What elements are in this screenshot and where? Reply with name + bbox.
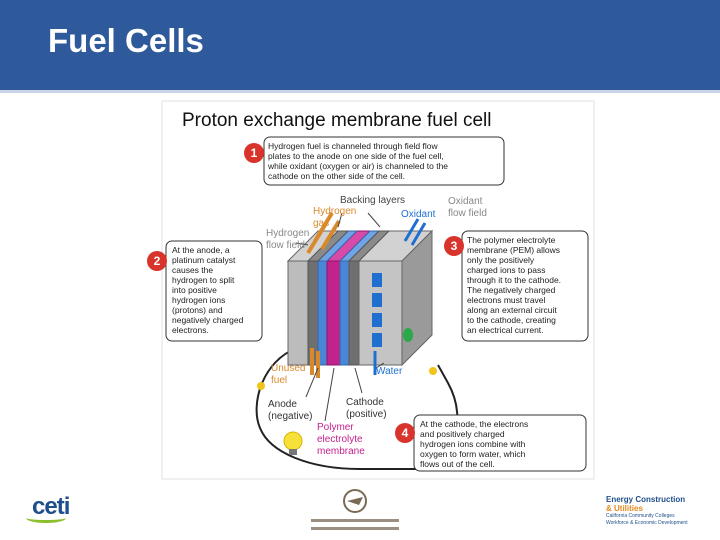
external-circuit — [255, 347, 395, 470]
callout-step-3: 3 The polymer electrolyte membrane (PEM)… — [444, 230, 589, 342]
step-number-badge — [147, 251, 167, 271]
electron-dot-2 — [429, 367, 437, 375]
unused-fuel-arrows — [310, 348, 320, 378]
ceti-swoosh-icon — [26, 513, 66, 523]
callout-line: to the cathode, creating — [467, 315, 556, 325]
callout-line: The polymer electrolyte — [467, 235, 556, 245]
membrane-layer — [326, 260, 341, 366]
hydrogen-flow-field-label-2: flow field — [266, 240, 305, 251]
oxidant-channel — [372, 313, 382, 327]
callout-line: electrons must travel — [467, 295, 546, 305]
step-number: 2 — [154, 254, 161, 268]
callout-line: flows out of the cell. — [420, 459, 495, 469]
membrane-label-3: membrane — [317, 446, 365, 457]
ecu-logo-line-3: California Community Colleges — [606, 513, 675, 519]
slide-title: Fuel Cells — [48, 22, 204, 59]
anode-flow-plate — [287, 260, 309, 366]
callout-step-4: 4 At the cathode, the electrons and posi… — [395, 414, 587, 472]
label-leader-lines — [295, 212, 385, 422]
membrane-label-2: electrolyte — [317, 434, 363, 445]
oxidant-inflow-arrows — [403, 218, 427, 246]
cathode-label-1: Cathode — [346, 397, 384, 408]
seal-logo-icon — [311, 489, 399, 530]
callout-line: causes the — [172, 265, 213, 275]
ecu-logo-line-1: Energy Construction — [606, 495, 686, 504]
step-number: 1 — [251, 146, 258, 160]
step-number-badge — [444, 236, 464, 256]
title-divider — [0, 90, 720, 93]
callout-line: (protons) and — [172, 305, 223, 315]
backing-top-b — [347, 230, 391, 262]
oxidant-label: Oxidant — [401, 209, 436, 220]
ceti-logo: ceti — [24, 493, 94, 538]
hydrogen-inflow-arrows — [306, 211, 341, 255]
ecu-logo: Energy Construction & Utilities Californ… — [606, 495, 716, 539]
callout-line: through it to the cathode. — [467, 275, 561, 285]
callout-line: plates to the anode on one side of the f… — [268, 151, 444, 161]
callout-line: into positive — [172, 285, 217, 295]
callout-line: platinum catalyst — [172, 255, 236, 265]
callout-step-2: 2 At the anode, a platinum catalyst caus… — [147, 240, 263, 342]
callout-box — [165, 240, 263, 342]
oxidant-channel — [372, 333, 382, 347]
fuel-cell-stack — [286, 229, 434, 367]
step-number-badge — [244, 143, 264, 163]
diagram-title: Proton exchange membrane fuel cell — [182, 110, 491, 131]
step-number: 3 — [451, 239, 458, 253]
callout-line: hydrogen ions — [172, 295, 225, 305]
cathode-catalyst-layer — [339, 260, 350, 366]
fuel-cell-diagram: Proton exchange membrane fuel cell — [147, 100, 595, 480]
callout-box — [461, 230, 589, 342]
oxidant-channel — [372, 273, 382, 287]
callout-line: an electrical current. — [467, 325, 544, 335]
title-bar: Fuel Cells — [0, 0, 720, 90]
step-number: 4 — [402, 426, 409, 440]
callout-line: At the cathode, the electrons — [420, 419, 528, 429]
callout-box — [413, 414, 587, 472]
ecu-logo-line-2: & Utilities — [606, 504, 643, 513]
light-bulb-icon — [283, 431, 303, 451]
hydrogen-gas-label-1: Hydrogen — [313, 206, 356, 217]
electron-dot-1 — [257, 382, 265, 390]
callout-line: negatively charged — [172, 315, 244, 325]
callout-line: cathode on the other side of the cell. — [268, 171, 405, 181]
callout-line: hydrogen to split — [172, 275, 235, 285]
step-number-badge — [395, 423, 415, 443]
unused-fuel-label-2: fuel — [271, 375, 287, 386]
oxidant-flow-field-label-1: Oxidant — [448, 196, 483, 207]
unused-fuel-label-1: Unused — [271, 363, 305, 374]
anode-label-2: (negative) — [268, 411, 312, 422]
callout-line: along an external circuit — [467, 305, 557, 315]
callout-line: oxygen to form water, which — [420, 449, 526, 459]
cathode-backing-layer — [348, 260, 360, 366]
hydrogen-flow-field-label-1: Hydrogen — [266, 228, 309, 239]
callout-line: and positively charged — [420, 429, 505, 439]
ecu-logo-line-4: Workforce & Economic Development — [606, 520, 688, 526]
backing-layers-label: Backing layers — [340, 195, 405, 206]
anode-catalyst-layer — [317, 260, 328, 366]
anode-label-1: Anode — [268, 399, 297, 410]
callout-line: while oxidant (oxygen or air) is channel… — [267, 161, 448, 171]
water-droplet-icon — [403, 328, 413, 342]
callout-step-1: 1 Hydrogen fuel is channeled through fie… — [244, 136, 505, 186]
callout-line: only the positively — [467, 255, 535, 265]
oxidant-flow-field-label-2: flow field — [448, 208, 487, 219]
oxidant-channel — [372, 293, 382, 307]
callout-line: The negatively charged — [467, 285, 556, 295]
cathode-label-2: (positive) — [346, 409, 387, 420]
callout-box — [263, 136, 505, 186]
callout-line: At the anode, a — [172, 245, 230, 255]
callout-line: electrons. — [172, 325, 209, 335]
callout-line: charged ions to pass — [467, 265, 545, 275]
slide-footer: ceti Energy Construction & Utilities Cal… — [0, 483, 720, 540]
callout-line: hydrogen ions combine with — [420, 439, 526, 449]
membrane-label-1: Polymer — [317, 422, 354, 433]
hydrogen-gas-label-2: gas — [313, 218, 329, 229]
callout-line: membrane (PEM) allows — [467, 245, 560, 255]
water-label: Water — [376, 366, 403, 377]
callout-line: Hydrogen fuel is channeled through field… — [268, 141, 438, 151]
bulb-base — [289, 449, 297, 455]
